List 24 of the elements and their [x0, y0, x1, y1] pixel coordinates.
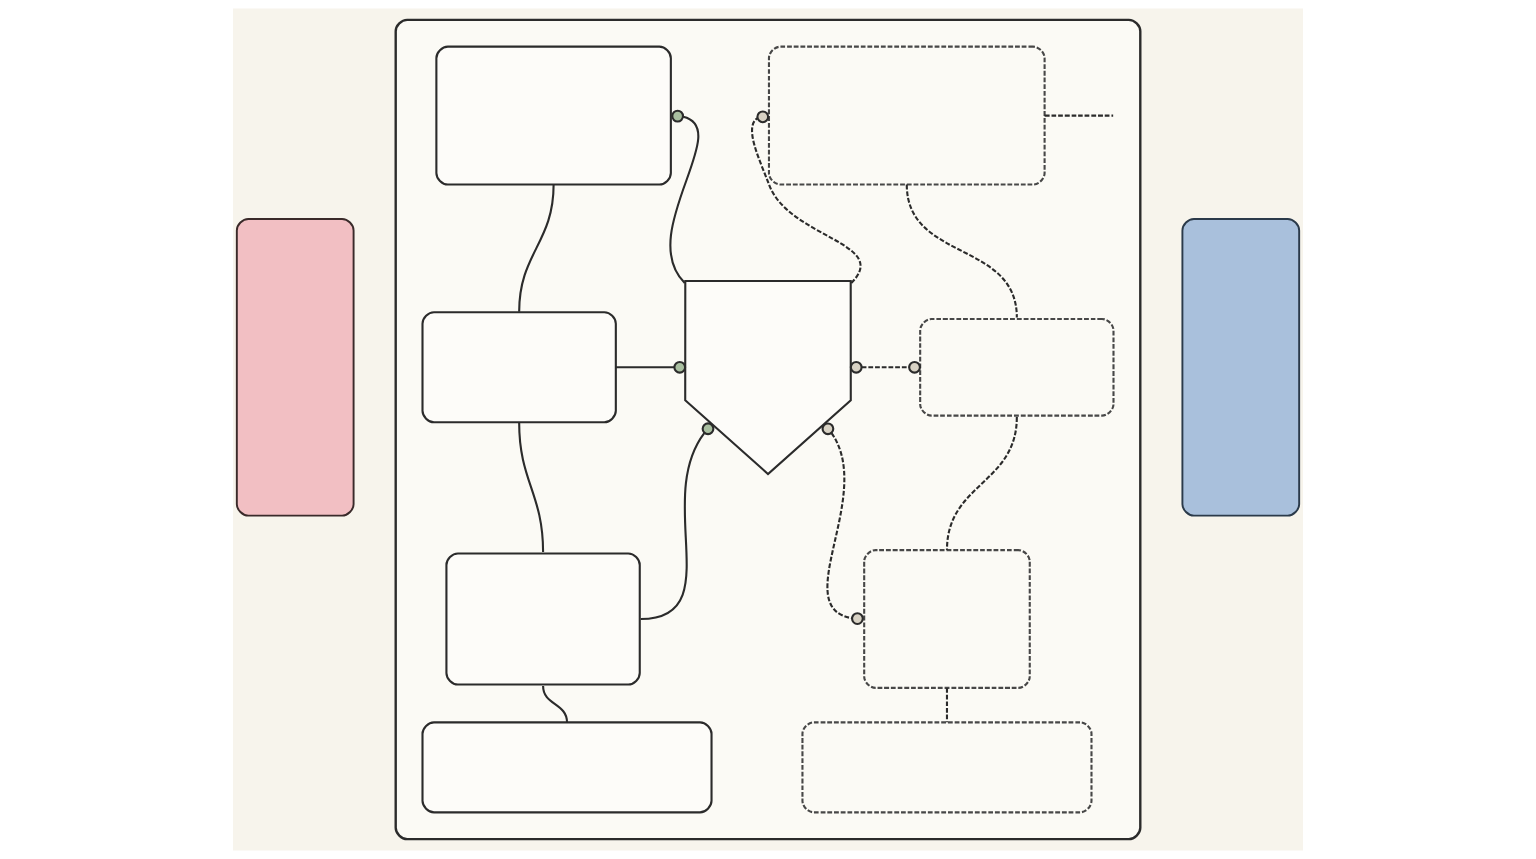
connector	[905, 184, 1018, 318]
node-box	[235, 218, 355, 517]
node-box	[919, 317, 1115, 417]
connector	[518, 184, 555, 312]
connector	[849, 360, 921, 374]
node-box	[435, 45, 672, 186]
connector	[821, 422, 864, 625]
connector	[1044, 114, 1114, 117]
connector	[640, 422, 715, 621]
node-box	[421, 721, 713, 814]
connector	[542, 685, 569, 723]
node-box	[863, 549, 1031, 689]
connector	[945, 416, 1018, 551]
node-box	[1181, 218, 1301, 517]
node-shield	[684, 279, 852, 476]
node-box	[801, 721, 1093, 814]
connector	[751, 110, 862, 284]
connector	[669, 109, 700, 284]
node-box	[445, 552, 641, 686]
node-box	[767, 45, 1046, 186]
connector	[945, 687, 949, 723]
node-box	[421, 311, 617, 424]
connector	[615, 360, 687, 374]
connector	[518, 422, 545, 553]
